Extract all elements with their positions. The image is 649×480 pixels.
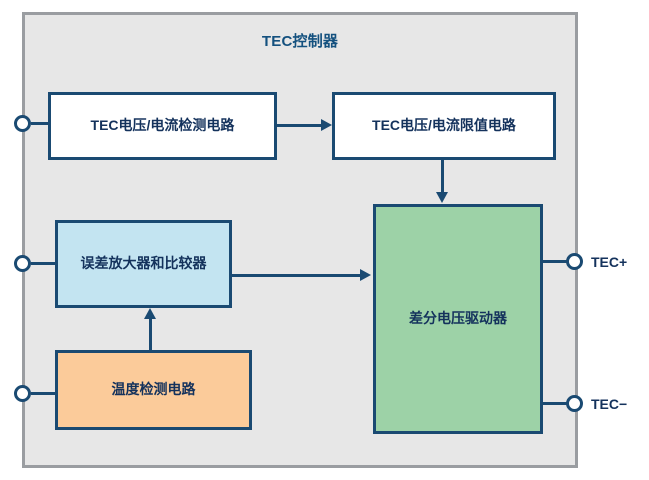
arrowhead-limit-to-driver-icon [436, 192, 448, 203]
block-label: TEC电压/电流限值电路 [372, 117, 516, 134]
block-label: 差分电压驱动器 [409, 310, 507, 327]
terminal-output-tec-minus[interactable] [566, 395, 583, 412]
block-label: TEC电压/电流检测电路 [90, 117, 235, 134]
arrowhead-temperature-to-error-amp-icon [144, 308, 156, 319]
block-label: 温度检测电路 [111, 381, 196, 398]
wire-error-amp-to-driver [232, 274, 362, 277]
block-temperature-sense[interactable]: 温度检测电路 [55, 350, 252, 430]
pin-label-tec-plus: TEC+ [591, 254, 628, 270]
wire-input-error-amp [31, 262, 55, 265]
wire-limit-to-driver [441, 160, 444, 194]
wire-input-temperature [31, 392, 55, 395]
arrowhead-error-amp-to-driver-icon [360, 269, 371, 281]
terminal-output-tec-plus[interactable] [566, 253, 583, 270]
block-tec-voltage-current-limit[interactable]: TEC电压/电流限值电路 [332, 92, 556, 160]
terminal-input-sense[interactable] [14, 115, 31, 132]
block-error-amplifier-comparator[interactable]: 误差放大器和比较器 [55, 220, 232, 308]
block-differential-voltage-driver[interactable]: 差分电压驱动器 [373, 204, 543, 434]
arrowhead-sense-to-limit-icon [321, 119, 332, 131]
pin-label-tec-minus: TEC− [591, 396, 628, 412]
block-label: 误差放大器和比较器 [80, 255, 207, 272]
page-title: TEC控制器 [261, 33, 339, 50]
wire-output-tec-plus [543, 260, 568, 263]
wire-input-sense [31, 122, 48, 125]
terminal-input-temperature[interactable] [14, 385, 31, 402]
wire-temperature-to-error-amp [149, 318, 152, 350]
wire-sense-to-limit [277, 124, 323, 127]
wire-output-tec-minus [543, 402, 568, 405]
terminal-input-error-amp[interactable] [14, 255, 31, 272]
block-tec-voltage-current-sense[interactable]: TEC电压/电流检测电路 [48, 92, 277, 160]
